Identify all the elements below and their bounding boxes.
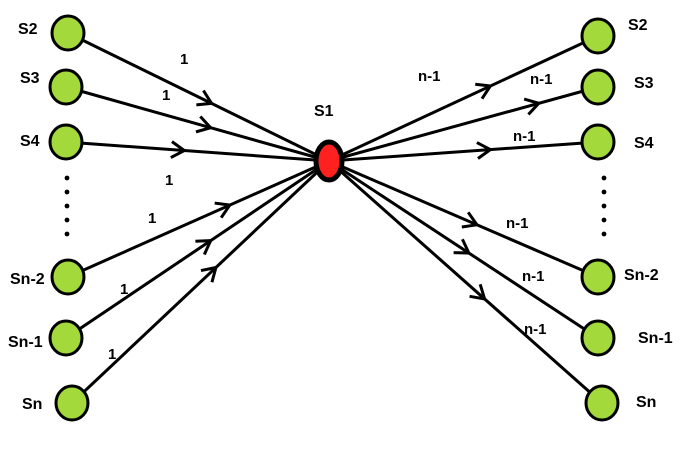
right-ellipsis-dot <box>601 175 607 181</box>
node-L-Sn-1 <box>48 319 84 357</box>
node-label-R-S3: S3 <box>634 75 654 92</box>
edge-center-to-R-Sn-2 <box>328 159 599 279</box>
edge-L-Sn-1-to-center <box>65 159 330 340</box>
node-label-L-S3: S3 <box>20 70 40 87</box>
arrowhead-R-S2 <box>475 82 493 100</box>
arrowhead-L-S3 <box>195 115 214 134</box>
node-L-S4 <box>48 123 84 161</box>
node-label-L-S2: S2 <box>18 21 38 38</box>
arrowhead-L-S4 <box>170 140 188 159</box>
right-ellipsis-dot <box>601 231 607 237</box>
node-L-S2 <box>50 14 86 52</box>
node-label-R-S4: S4 <box>634 135 654 152</box>
arrowhead-R-Sn-1 <box>453 238 472 255</box>
node-label-L-Sn-2: Sn-2 <box>10 271 45 288</box>
left-ellipsis-dot <box>64 217 70 223</box>
node-L-S3 <box>48 68 84 106</box>
edge-L-Sn-2-to-center <box>67 159 330 279</box>
arrowhead-L-S2 <box>196 89 215 107</box>
edge-center-to-R-Sn-1 <box>328 159 599 340</box>
edge-L-S3-to-center <box>65 85 330 163</box>
edge-label-R-S2: n-1 <box>418 68 441 85</box>
left-ellipsis-dot <box>64 231 70 237</box>
node-R-S2 <box>580 17 616 55</box>
arrowhead-R-S3 <box>523 97 542 116</box>
nodes-layer <box>48 14 620 422</box>
node-R-S3 <box>580 68 616 106</box>
arrowhead-R-Sn-2 <box>461 211 480 229</box>
edge-center-to-R-S4 <box>328 140 599 163</box>
edge-L-S2-to-center <box>67 31 330 163</box>
node-label-R-Sn: Sn <box>636 394 656 411</box>
node-R-Sn <box>584 384 620 422</box>
node-label-L-Sn: Sn <box>22 396 42 413</box>
node-label-R-Sn-2: Sn-2 <box>624 267 659 284</box>
node-L-Sn-2 <box>50 258 86 296</box>
node-R-Sn-2 <box>580 258 616 296</box>
edge-label-L-S2: 1 <box>180 51 188 68</box>
ellipsis-dots <box>64 175 607 237</box>
node-center-S1 <box>313 139 345 183</box>
edge-label-R-Sn: n-1 <box>524 321 547 338</box>
left-ellipsis-dot <box>64 203 70 209</box>
edge-label-R-S4: n-1 <box>513 128 536 145</box>
edge-label-L-Sn-1: 1 <box>120 281 128 298</box>
edge-label-L-S3: 1 <box>162 87 170 104</box>
center-node-label: S1 <box>314 103 334 120</box>
right-ellipsis-dot <box>601 203 607 209</box>
arrowhead-R-Sn <box>469 283 487 301</box>
right-ellipsis-dot <box>601 189 607 195</box>
arrowhead-L-Sn <box>200 265 219 283</box>
left-ellipsis-dot <box>64 175 70 181</box>
node-R-S4 <box>580 123 616 161</box>
node-label-L-S4: S4 <box>20 133 40 150</box>
edge-label-L-Sn-2: 1 <box>148 210 156 227</box>
node-label-L-Sn-1: Sn-1 <box>8 334 43 351</box>
edge-label-L-S4: 1 <box>165 172 173 189</box>
arrowhead-L-Sn-1 <box>195 239 214 256</box>
node-R-Sn-1 <box>580 319 616 357</box>
arrowhead-L-Sn-2 <box>214 201 233 219</box>
edge-center-to-R-S3 <box>328 85 599 163</box>
node-L-Sn <box>54 384 90 422</box>
edge-label-R-Sn-2: n-1 <box>506 215 529 232</box>
edge-label-R-Sn-1: n-1 <box>522 268 545 285</box>
right-ellipsis-dot <box>601 217 607 223</box>
edge-center-to-R-Sn <box>328 159 603 405</box>
edge-L-S4-to-center <box>65 140 330 163</box>
edge-L-Sn-to-center <box>70 159 331 405</box>
arrowhead-R-S4 <box>476 141 494 160</box>
node-label-R-S2: S2 <box>628 17 648 34</box>
edge-label-R-S3: n-1 <box>530 71 553 88</box>
edges-layer <box>65 31 603 405</box>
edge-center-to-R-S2 <box>328 34 599 163</box>
node-label-R-Sn-1: Sn-1 <box>638 330 673 347</box>
arrowheads-layer <box>170 82 542 301</box>
edge-label-L-Sn: 1 <box>108 346 116 363</box>
left-ellipsis-dot <box>64 189 70 195</box>
